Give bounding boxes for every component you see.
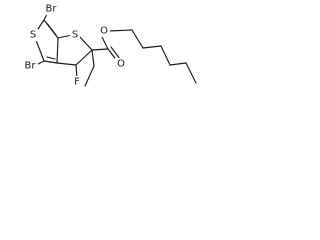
bond-c2-c3	[56, 37, 59, 64]
atom-o-ester: O	[99, 25, 110, 37]
atom-label-f: F	[74, 77, 80, 88]
molecular-structure: Br S S Br F O O	[22, 3, 197, 88]
bond-c6-c7	[91, 48, 109, 51]
bond-c4-br	[37, 60, 45, 65]
atom-br-left: Br	[22, 60, 38, 72]
bond-chain-5	[169, 62, 187, 66]
bond-c3-c5	[56, 62, 77, 66]
bond-c2-s	[57, 34, 73, 39]
atom-o-carbonyl: O	[115, 58, 126, 70]
bond-c5-f	[75, 64, 78, 79]
atom-label-s-left: S	[30, 30, 36, 41]
atom-label-br-left: Br	[25, 61, 37, 72]
atom-label-s-right: S	[72, 30, 78, 41]
atom-layer: Br S S Br F O O	[22, 3, 126, 88]
bond-o-ch2-1	[107, 29, 133, 32]
bond-c6-ethyl-2	[84, 65, 95, 87]
atom-s-right: S	[70, 29, 80, 41]
bond-c4-c3	[43, 60, 58, 64]
bond-chain-3	[142, 45, 162, 49]
bond-c7-o-ester	[101, 36, 109, 50]
atom-label-o-carbonyl: O	[117, 59, 125, 70]
bond-c5-c6	[75, 49, 93, 66]
bond-c1-c2-double	[46, 23, 57, 36]
atom-s-left: S	[28, 29, 38, 41]
bond-c6-ethyl-1	[91, 49, 95, 67]
bond-chain-6	[185, 62, 197, 84]
bond-chain-4	[160, 45, 171, 66]
atom-label-o-ester: O	[100, 26, 108, 37]
bond-s-c6	[77, 34, 93, 51]
atom-f: F	[72, 76, 82, 88]
bond-c7-o-carbonyl-double	[110, 46, 121, 60]
atom-label-br-top: Br	[46, 4, 58, 15]
bond-chain-2	[131, 29, 144, 49]
atom-br-top: Br	[43, 3, 59, 15]
bond-layer	[33, 11, 197, 87]
bond-c4-c3-double	[46, 56, 56, 60]
